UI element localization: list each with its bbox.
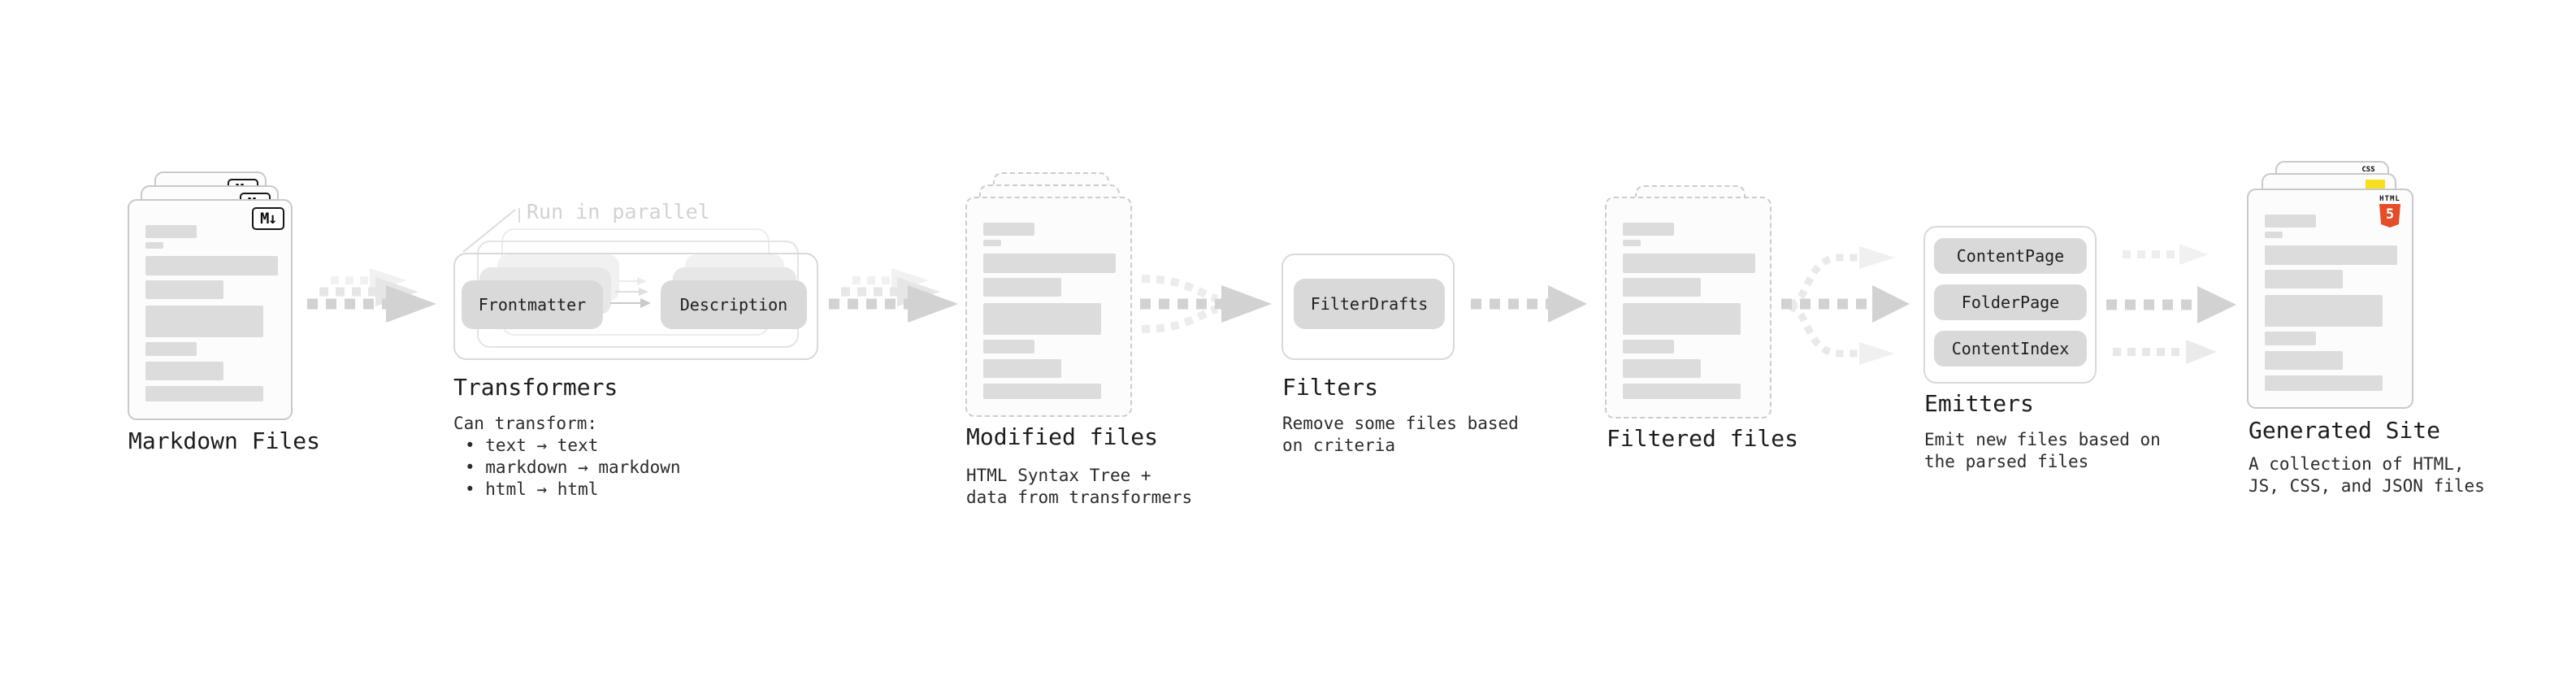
html5-icon: HTML 5	[2375, 195, 2405, 228]
placeholder-text-lines	[2265, 215, 2397, 391]
run-in-parallel-annotation: Run in parallel	[527, 200, 710, 223]
filter-node-filterdrafts: FilterDrafts	[1294, 279, 1445, 329]
flow-arrow-filters-to-filtered	[1471, 285, 1587, 323]
file-card	[965, 197, 1132, 417]
stage-description-modified-files: HTML Syntax Tree + data from transformer…	[966, 465, 1192, 509]
desc-line: HTML Syntax Tree +	[966, 466, 1151, 485]
filters-box	[1281, 254, 1455, 360]
emitter-node-contentindex: ContentIndex	[1934, 331, 2087, 367]
css-badge-text: CSS	[2361, 166, 2375, 174]
transformers-bullet: • markdown → markdown	[465, 458, 681, 477]
parallel-step-arrows	[610, 277, 651, 308]
stage-title-transformers: Transformers	[453, 374, 618, 401]
stage-title-generated-site: Generated Site	[2249, 417, 2441, 444]
desc-line: JS, CSS, and JSON files	[2249, 476, 2485, 496]
transformer-node-description: Description	[661, 280, 807, 329]
run-in-parallel-callout-line	[462, 208, 520, 253]
flow-arrow-emitters-to-site	[2106, 244, 2236, 364]
placeholder-text-lines	[983, 223, 1116, 399]
emitter-node-folderpage: FolderPage	[1934, 284, 2087, 320]
desc-line: Emit new files based on	[1924, 430, 2161, 449]
emitters-box	[1923, 226, 2097, 384]
stage-title-emitters: Emitters	[1924, 390, 2034, 417]
stage-title-filters: Filters	[1282, 374, 1379, 401]
stage-description-emitters: Emit new files based on the parsed files	[1924, 429, 2161, 473]
transformers-desc-heading: Can transform:	[453, 414, 598, 433]
desc-line: the parsed files	[1924, 452, 2089, 471]
placeholder-text-lines	[145, 225, 278, 401]
desc-line: Remove some files based	[1282, 414, 1519, 433]
transformer-run-box	[453, 253, 818, 360]
stage-description-transformers: Can transform: • text → text • markdown …	[453, 413, 681, 501]
flow-arrow-filtered-to-emitters	[1781, 246, 1910, 365]
transformer-node-frontmatter: Frontmatter	[462, 280, 603, 329]
stage-title-filtered-files: Filtered files	[1607, 425, 1799, 452]
file-card: M↓	[128, 199, 293, 420]
flow-arrow-markdown-to-transformers	[307, 268, 436, 323]
stage-description-filters: Remove some files based on criteria	[1282, 413, 1519, 457]
javascript-icon	[2366, 180, 2385, 191]
transformers-bullet: • text → text	[465, 436, 599, 455]
markdown-icon: M↓	[252, 207, 284, 230]
desc-line: A collection of HTML,	[2249, 454, 2465, 474]
stage-title-modified-files: Modified files	[966, 423, 1159, 450]
stage-description-generated-site: A collection of HTML, JS, CSS, and JSON …	[2249, 453, 2485, 497]
html5-badge-text: HTML	[2379, 195, 2400, 203]
desc-line: on criteria	[1282, 436, 1396, 455]
stage-title-markdown-files: Markdown Files	[128, 427, 321, 454]
transformers-bullet: • html → html	[465, 479, 599, 499]
desc-line: data from transformers	[966, 488, 1193, 507]
emitter-node-contentpage: ContentPage	[1934, 238, 2087, 274]
placeholder-text-lines	[1623, 223, 1755, 399]
html5-shield: 5	[2379, 204, 2400, 228]
flow-arrow-transformers-to-modified	[829, 268, 958, 323]
flow-arrow-modified-to-filters	[1140, 275, 1272, 333]
file-card	[1605, 197, 1772, 419]
file-card: HTML 5	[2247, 189, 2413, 409]
